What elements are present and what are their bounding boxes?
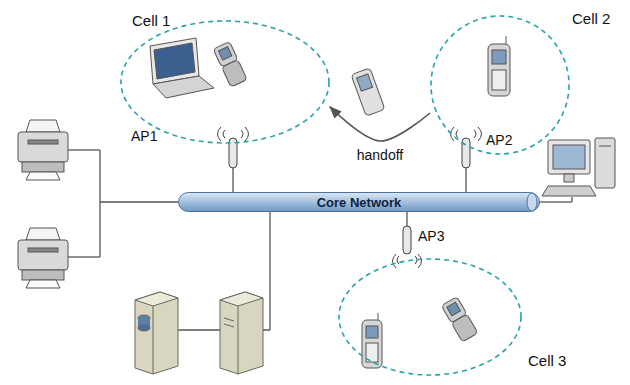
- core-network-bar: Core Network: [178, 192, 540, 212]
- mobile-phone: [488, 36, 510, 96]
- cell-boundary-line: [431, 16, 569, 154]
- wired-links: [68, 150, 572, 330]
- edge-label: handoff: [355, 147, 405, 163]
- roaming-phone: [351, 68, 385, 116]
- access-point: [218, 127, 249, 168]
- printer: [18, 228, 68, 288]
- cell-boundary-line: [121, 21, 329, 143]
- access-point: [451, 127, 482, 168]
- server: [220, 292, 263, 374]
- access-point-label: AP1: [131, 128, 157, 144]
- cell-outline: [120, 20, 330, 144]
- cell-boundary: Cell 1: [120, 20, 330, 144]
- mobile-phone: [441, 297, 478, 342]
- desktop-computer: [542, 138, 615, 196]
- access-point-label: AP3: [418, 228, 444, 244]
- cell-label: Cell 2: [572, 10, 610, 27]
- cell-boundary: Cell 3: [338, 258, 522, 376]
- pipe-end: [527, 193, 537, 211]
- cell-outline: [338, 258, 522, 376]
- cell-label: Cell 1: [132, 12, 170, 29]
- access-point-label: AP2: [486, 132, 512, 148]
- handoff-arrow: [330, 107, 430, 141]
- mobile-phone: [362, 313, 382, 368]
- printer: [18, 120, 68, 180]
- cell-label: Cell 3: [528, 352, 566, 369]
- access-point: [393, 226, 422, 268]
- laptop: [150, 38, 214, 98]
- pipe-body: [179, 193, 540, 212]
- cell-boundary-line: [339, 259, 521, 375]
- database-server: [135, 292, 178, 374]
- mobile-phone: [213, 41, 247, 87]
- network-label: Core Network: [317, 195, 402, 210]
